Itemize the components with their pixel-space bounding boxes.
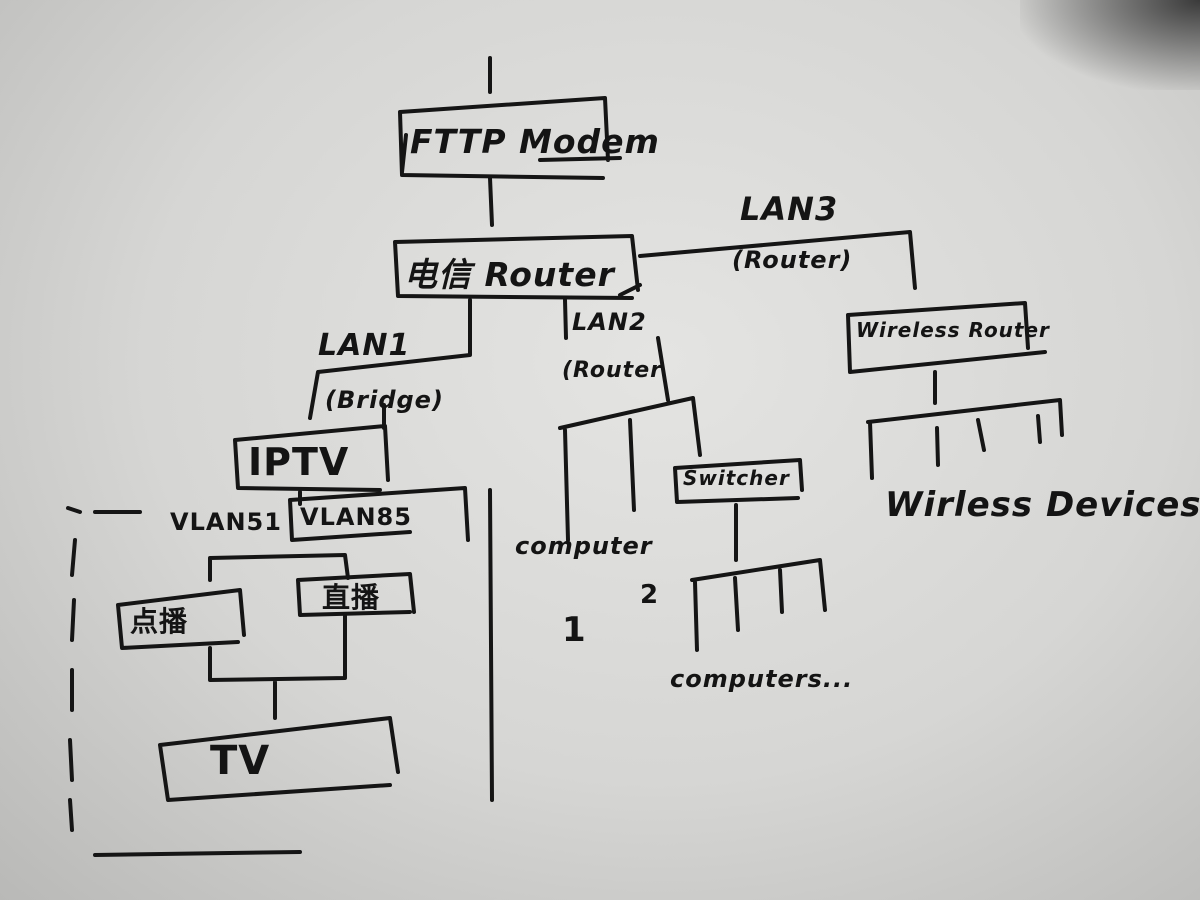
switcher-label: Switcher	[683, 466, 790, 490]
lan2-mode-label: (Router	[562, 358, 662, 383]
wireless-devices-lines	[866, 370, 1064, 480]
computer-1-label: computer	[515, 532, 653, 560]
router-box	[393, 234, 642, 300]
lan3-line	[638, 230, 917, 290]
iptv-label: IPTV	[248, 440, 350, 484]
iptv-box	[233, 403, 390, 492]
lan2-lines	[558, 298, 702, 542]
tv-merge-line	[208, 613, 347, 720]
vlan85-label: VLAN85	[300, 503, 412, 531]
lan1-mode-label: (Bridge)	[325, 386, 444, 414]
tv-label: TV	[210, 738, 271, 784]
lan1-label: LAN1	[318, 328, 411, 363]
switcher-box	[673, 458, 804, 504]
wireless-devices-label: Wirless Devices	[885, 485, 1200, 525]
tv-box	[158, 716, 400, 802]
lan3-label: LAN3	[740, 190, 839, 228]
vod-box	[116, 588, 246, 650]
fttp-modem-label: FTTP Modem	[410, 122, 660, 161]
modem-router-line	[488, 176, 494, 227]
live-label: 直播	[322, 581, 381, 614]
vlan-split-line	[208, 553, 350, 582]
computer-2-number: 2	[640, 580, 660, 610]
lan1-line	[308, 298, 472, 420]
vlan-box	[288, 486, 470, 542]
router-label: 电信 Router	[404, 255, 615, 294]
iptv-enclosure	[66, 488, 494, 857]
photo-shadow	[1020, 0, 1200, 90]
switcher-downlinks	[690, 503, 827, 652]
computers-label: computers...	[670, 665, 854, 693]
vlan51-label: VLAN51	[170, 508, 282, 536]
wireless-router-label: Wireless Router	[856, 318, 1050, 342]
fttp-modem-box	[398, 96, 622, 180]
vod-label: 点播	[130, 605, 189, 638]
lan2-label: LAN2	[572, 308, 647, 336]
computer-1-number: 1	[562, 610, 587, 650]
wireless-router-box	[846, 301, 1047, 374]
live-box	[296, 572, 416, 617]
lan3-mode-label: (Router)	[732, 246, 853, 274]
